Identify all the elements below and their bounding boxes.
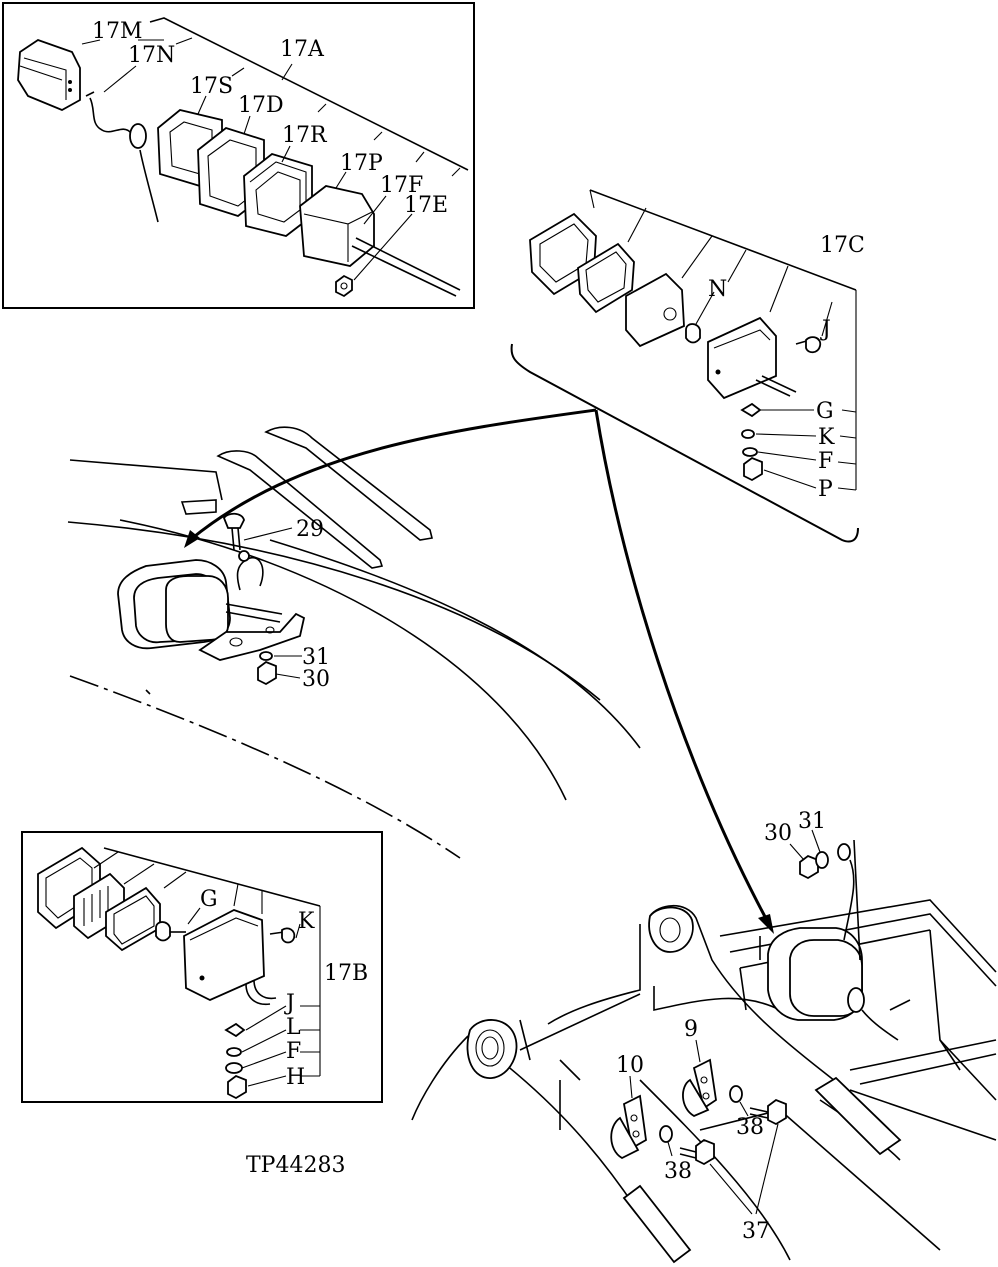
- callout-K-b: K: [298, 909, 315, 934]
- callout-17R: 17R: [282, 123, 328, 148]
- part-30-nut-boom: [799, 854, 819, 880]
- part-29-bolt: [222, 512, 245, 551]
- part-17P-body: [299, 185, 375, 267]
- callout-38-lower: 38: [664, 1159, 692, 1184]
- inset-a-frame: [2, 2, 475, 309]
- callout-37: 37: [742, 1219, 770, 1244]
- part-9-bracket: [682, 1058, 717, 1118]
- part-37-bolt-upper: [749, 1098, 787, 1126]
- part-37-bolt-lower: [679, 1138, 715, 1166]
- part-inset-b-housing: [183, 909, 277, 1006]
- part-10-bracket: [610, 1094, 647, 1160]
- callout-31-boom: 31: [798, 809, 826, 834]
- inset-c-exploded-light: 17C N J G K F P: [510, 189, 865, 543]
- callout-30: 30: [302, 667, 330, 692]
- part-L-lockwasher-b: [226, 1047, 242, 1057]
- reference-arrow-to-boom-light: [594, 409, 774, 934]
- boom-pivot-upper: [648, 906, 694, 953]
- callout-17D: 17D: [238, 93, 284, 118]
- cab-light-bracket: [198, 612, 306, 661]
- callout-K: K: [818, 425, 835, 450]
- part-31-washer-boom: [815, 851, 829, 869]
- callout-17F: 17F: [380, 173, 423, 198]
- part-H-nut-b: [227, 1074, 247, 1100]
- callout-9: 9: [684, 1017, 698, 1042]
- part-inset-c-lens: [577, 242, 635, 314]
- part-F-washer-b: [225, 1062, 243, 1074]
- callout-J: J: [820, 317, 831, 342]
- part-17F-stud: [351, 237, 461, 297]
- part-38-washer-upper: [729, 1085, 743, 1103]
- mount-bracket-upper: [180, 426, 433, 569]
- part-G-bulb-b: [155, 921, 186, 942]
- callout-H-b: H: [286, 1065, 305, 1090]
- part-31-washer: [259, 651, 273, 661]
- reference-arrow-to-cab-light: [184, 408, 597, 548]
- boom-cylinder-rod: [622, 1076, 902, 1264]
- inset-c-frame: [510, 343, 859, 543]
- boom-light-wire-terminal: [837, 839, 861, 961]
- callout-17B: 17B: [324, 961, 368, 986]
- part-38-washer-lower: [659, 1125, 673, 1143]
- drawing-reference: TP44283: [246, 1153, 345, 1178]
- part-inset-b-lens: [105, 886, 161, 952]
- callout-29: 29: [296, 517, 324, 542]
- inset-b-exploded-light: G K 17B J L F H: [21, 831, 383, 1103]
- callout-38-upper: 38: [736, 1115, 764, 1140]
- callout-L-b: L: [286, 1015, 301, 1040]
- part-F-washer: [742, 447, 758, 457]
- callout-G-b: G: [200, 887, 218, 912]
- part-inset-c-body: [625, 272, 685, 348]
- callout-31: 31: [302, 645, 330, 670]
- cab-work-light: [117, 559, 283, 650]
- inset-b-frame: [21, 831, 383, 1103]
- part-17E-nut: [335, 274, 353, 298]
- part-G-washer: [740, 402, 762, 418]
- part-J-washer-b: [224, 1022, 246, 1038]
- part-K-screw-b: [269, 927, 296, 944]
- callout-F-b: F: [286, 1039, 301, 1064]
- callout-17P: 17P: [340, 151, 383, 176]
- callout-F: F: [818, 449, 833, 474]
- callout-P: P: [818, 477, 833, 502]
- cab-light-wire: [236, 550, 264, 591]
- part-K-lockwasher: [741, 429, 755, 439]
- part-P-nut: [743, 456, 763, 482]
- boom-work-light: [767, 859, 899, 1041]
- callout-17C: 17C: [820, 233, 865, 258]
- part-17N-wire: [85, 91, 159, 223]
- callout-17S: 17S: [190, 74, 233, 99]
- callout-17E: 17E: [404, 193, 448, 218]
- callout-G: G: [816, 399, 834, 424]
- callout-17N: 17N: [128, 43, 175, 68]
- callout-N: N: [708, 277, 727, 302]
- callout-J-b: J: [284, 991, 295, 1016]
- part-N-bulb: [685, 323, 701, 344]
- part-30-nut: [257, 660, 277, 686]
- part-inset-c-housing: [707, 316, 797, 400]
- boom-frame-area: [411, 899, 997, 1264]
- callout-30-boom: 30: [764, 821, 792, 846]
- boom-pivot-left: [466, 1019, 518, 1079]
- inset-a-exploded-light: 17M 17N 17A 17S 17D 17R 17P 17F 17E: [2, 2, 475, 309]
- cab-fender-area: [67, 426, 641, 859]
- callout-17A: 17A: [280, 37, 325, 62]
- part-17M-housing: [17, 39, 81, 111]
- part-J-screw: [795, 336, 822, 354]
- callout-17M: 17M: [92, 19, 143, 44]
- callout-10: 10: [616, 1053, 644, 1078]
